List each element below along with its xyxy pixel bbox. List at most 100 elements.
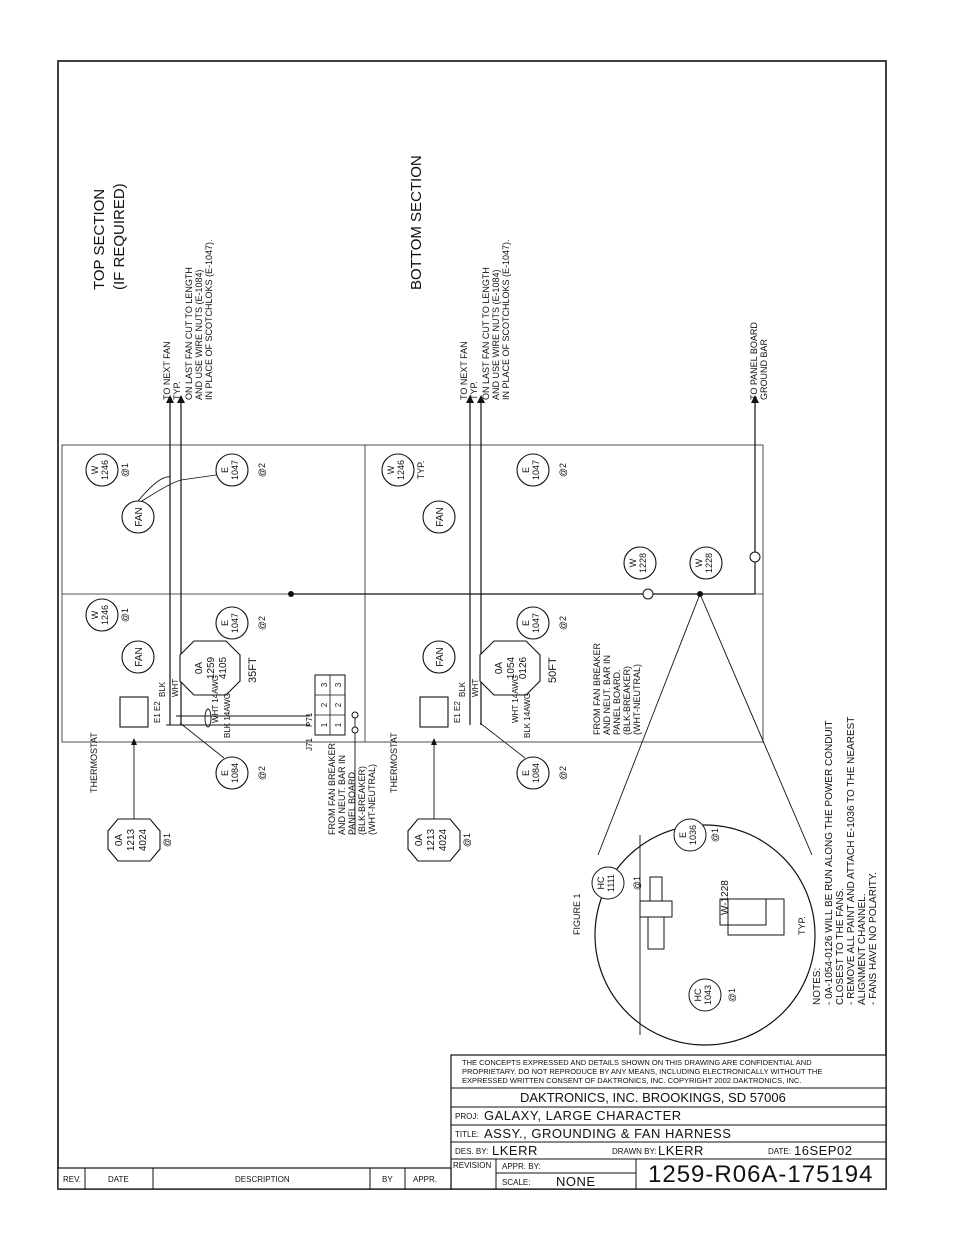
bottom-breaker-note-2: AND NEUT. BAR IN	[602, 655, 612, 735]
bottom-breaker-note-5: (WHT-NEUTRAL)	[632, 664, 642, 735]
des-by-label: DES. BY:	[455, 1147, 489, 1156]
harness-bottom-suffix: 0126	[518, 656, 529, 679]
harness-top-mid: 1259	[206, 656, 217, 679]
note-line-3: - REMOVE ALL PAINT AND ATTACH E-1036 TO …	[846, 717, 857, 1005]
hc1111-number: 1111	[606, 874, 616, 892]
w1246-qty: @1	[120, 608, 130, 622]
e1047-number: 1047	[531, 613, 541, 633]
w1246-letter: W	[90, 465, 100, 474]
fan-icon	[121, 640, 155, 674]
bottom-section-title: BOTTOM SECTION	[408, 155, 425, 290]
conn-pin-3: 3	[334, 682, 343, 687]
e1047-letter: E	[521, 467, 531, 473]
w1246-qty: @1	[120, 463, 130, 477]
harness-bottom-prefix: 0A	[494, 662, 505, 675]
drawn-by-label: DRAWN BY:	[612, 1147, 657, 1156]
w1246-callout	[381, 453, 415, 487]
p71-label: P71	[305, 712, 314, 727]
top-breaker-note-3: PANEL BOARD.	[347, 769, 357, 835]
e1047-qty: @2	[558, 616, 568, 630]
e1047-callout	[516, 453, 550, 487]
w1246-number: 1246	[396, 460, 406, 480]
thermostat-qty: @1	[462, 833, 472, 847]
thermostat-part-suffix: 4024	[438, 828, 449, 851]
thermostat-part-prefix: 0A	[114, 834, 125, 847]
thermostat-part-callout	[407, 818, 461, 862]
e1036-qty: @1	[710, 828, 720, 842]
e1047-callout	[215, 606, 249, 640]
fan-label: FAN	[435, 507, 446, 526]
e1-label: E1	[453, 713, 462, 723]
harness-top-length: 35FT	[247, 657, 259, 683]
note-line-5: - FANS HAVE NO POLARITY.	[868, 872, 879, 1005]
top-last-fan-note-2: AND USE WIRE NUTS (E-1084)	[194, 269, 204, 400]
top-last-fan-note-1: ON LAST FAN CUT TO LENGTH	[184, 267, 194, 400]
detail-typ: TYP.	[797, 916, 807, 935]
date-header: DATE	[108, 1175, 129, 1184]
w1228-letter: W	[694, 558, 704, 567]
bottom-last-fan-note-3: IN PLACE OF SCOTCHLOKS (E-1047).	[501, 239, 511, 400]
e1047-callout	[215, 453, 249, 487]
conn-pin-2: 2	[334, 702, 343, 707]
fan-label: FAN	[134, 507, 145, 526]
thermostat-label: THERMOSTAT	[89, 732, 99, 793]
e1047-callout	[516, 606, 550, 640]
top-next-fan-typ: TYP.	[172, 381, 182, 400]
blk-14awg-label: BLK 14AWG	[223, 693, 232, 738]
e1036-number: 1036	[688, 825, 698, 845]
drawn-by: LKERR	[658, 1143, 704, 1158]
e1084-callout	[215, 756, 249, 790]
drawing-date: 16SEP02	[794, 1143, 853, 1158]
company-name: DAKTRONICS, INC. BROOKINGS, SD 57006	[520, 1090, 786, 1105]
thermostat-qty: @1	[162, 833, 172, 847]
thermostat-part-mid: 1213	[426, 828, 437, 851]
conn-pin-3: 3	[320, 682, 329, 687]
e1047-letter: E	[521, 620, 531, 626]
w1246-number: 1246	[100, 605, 110, 625]
wht-14awg-label: WHT 14AWG	[211, 675, 220, 723]
scale-value: NONE	[556, 1174, 596, 1189]
top-breaker-note-4: (BLK-BREAKER)	[357, 766, 367, 835]
confidential-notice: THE CONCEPTS EXPRESSED AND DETAILS SHOWN…	[462, 1058, 822, 1085]
w1228-letter: W	[628, 558, 638, 567]
e1047-letter: E	[220, 620, 230, 626]
cabinet-outline	[61, 444, 764, 743]
description-header: DESCRIPTION	[235, 1175, 290, 1184]
fan-icon	[422, 500, 456, 534]
thermostat-part-callout	[107, 818, 161, 862]
top-arrow-1	[166, 395, 174, 403]
e1-label: E1	[153, 713, 162, 723]
e1047-number: 1047	[531, 460, 541, 480]
thermostat-box	[419, 696, 449, 728]
top-breaker-note-1: FROM FAN BREAKER	[327, 742, 337, 835]
detail-wire-label: W-1228	[720, 880, 731, 915]
w1246-number: 1246	[100, 460, 110, 480]
appr-by-label: APPR. BY:	[502, 1162, 541, 1171]
top-section-title: TOP SECTION	[91, 189, 108, 290]
revision-label: REVISION	[453, 1161, 492, 1170]
rev-header: REV.	[63, 1175, 81, 1184]
drawing-number: 1259-R06A-175194	[648, 1161, 874, 1188]
note-line-2: CLOSEST TO THE FANS.	[835, 888, 846, 1005]
designed-by: LKERR	[492, 1143, 538, 1158]
fan-label: FAN	[134, 647, 145, 666]
bottom-last-fan-note-2: AND USE WIRE NUTS (E-1084)	[491, 269, 501, 400]
w1246-callout	[85, 453, 119, 487]
e1047-qty: @2	[558, 463, 568, 477]
drawing-title: ASSY., GROUNDING & FAN HARNESS	[484, 1126, 732, 1141]
e1047-number: 1047	[230, 613, 240, 633]
conn-pin-2: 2	[320, 702, 329, 707]
bottom-breaker-note-3: PANEL BOARD.	[612, 669, 622, 735]
conn-pin-1: 1	[334, 722, 343, 727]
title-block	[57, 1054, 887, 1190]
project-name: GALAXY, LARGE CHARACTER	[484, 1108, 682, 1123]
ground-bar-note-2: GROUND BAR	[759, 338, 769, 400]
notes-heading: NOTES:	[812, 968, 823, 1005]
thermostat-box	[119, 696, 149, 728]
harness-bottom-callout	[479, 640, 541, 696]
e1084-letter: E	[220, 770, 230, 776]
hc1043-qty: @1	[727, 988, 737, 1002]
w1246-letter: W	[90, 610, 100, 619]
e1047-number: 1047	[230, 460, 240, 480]
j71-label: J71	[305, 738, 314, 751]
